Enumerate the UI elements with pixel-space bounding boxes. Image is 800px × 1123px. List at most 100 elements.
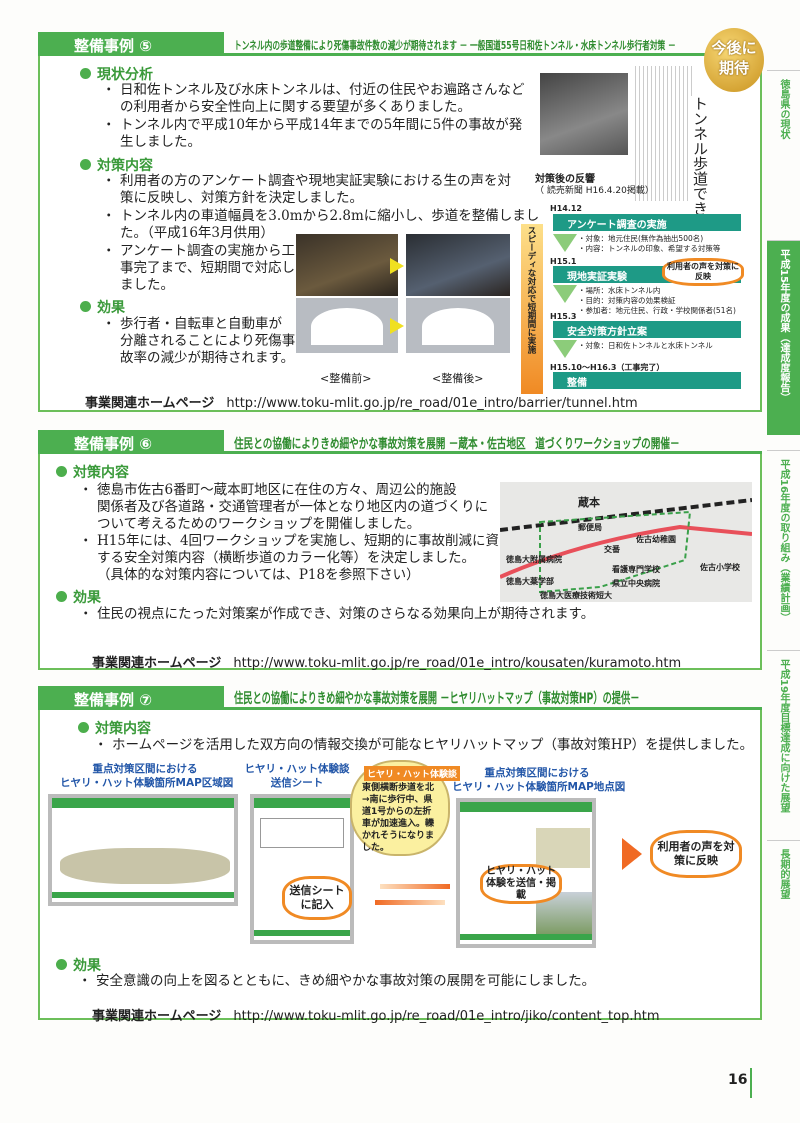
burst-reflect-voice: 利用者の声を対策に反映 xyxy=(650,830,742,878)
text-line: 平成15年度の成果（達成度報告） xyxy=(778,249,789,403)
text-line: 重点対策区間における xyxy=(92,763,198,775)
measures-heading: 対策内容 xyxy=(78,718,151,738)
list-item: トンネル内の車道幅員を3.0mから2.8mに縮小し、歩道を整備しました。（平成1… xyxy=(102,208,540,242)
arrow-right-icon xyxy=(380,884,450,889)
flow-burst: 利用者の声を対策に反映 xyxy=(662,258,744,286)
page-number: 16 xyxy=(728,1072,748,1088)
map-label: 県立中央病院 xyxy=(612,579,660,588)
map-label: 佐古小学校 xyxy=(700,563,740,572)
text-line: 利用者の声を対策に反映 xyxy=(657,840,735,867)
text-line: た。（平成16年3月供用） xyxy=(120,225,275,241)
text-line: ・内容：トンネルの印象、希望する対策等 xyxy=(578,244,721,253)
case6-url-link[interactable]: http://www.toku-mlit.go.jp/re_road/01e_i… xyxy=(233,656,682,671)
text-line: ・対象：日和佐トンネルと水床トンネル xyxy=(578,341,713,350)
flow-date: H15.3 xyxy=(550,312,577,321)
text-line: トンネル内で平成10年から平成14年までの5年間に5件の事故が発 xyxy=(120,117,523,133)
arrow-right-icon xyxy=(622,838,642,870)
bullet-dot-icon xyxy=(80,159,91,170)
text-line: 利用者の方のアンケート調査や現地実証実験における生の声を対 xyxy=(120,173,511,189)
arrow-left-icon xyxy=(375,900,445,905)
text-line: 送信シート xyxy=(270,777,324,789)
text-line: 策に反映し、対策方針を決定しました。 xyxy=(120,190,363,206)
text-line: ・参加者：地元住民、行政・学校関係者(51名) xyxy=(578,306,736,315)
effect-heading: 効果 xyxy=(56,955,101,975)
bullet-dot-icon xyxy=(56,591,67,602)
case5-label: 整備事例 ⑤ xyxy=(38,32,224,56)
case5-url-link[interactable]: http://www.toku-mlit.go.jp/re_road/01e_i… xyxy=(226,396,638,411)
map-label: 徳島大附属病院 xyxy=(506,555,562,564)
list-item: 安全意識の向上を図るとともに、きめ細やかな事故対策の展開を可能にしました。 xyxy=(78,973,596,990)
flow-notes: ・場所：水床トンネル内・目的：対策内容の効果検証・参加者：地元住民、行政・学校関… xyxy=(578,286,736,316)
case6-title: 住民との協働によりきめ細やかな事故対策を展開 －蔵本・佐古地区 道づくりワークシ… xyxy=(234,437,680,452)
flow-step: 安全対策方針立案 xyxy=(553,321,741,338)
map-label: 徳島大薬学部 xyxy=(506,577,554,586)
text-line: 日和佐トンネル及び水床トンネルは、付近の住民やお遍路さんなど xyxy=(120,82,525,98)
arrow-down-icon xyxy=(553,285,577,303)
caption-before: <整備前> xyxy=(320,372,372,385)
heading-text: 対策内容 xyxy=(97,158,153,174)
side-tab-h19-outlook[interactable]: 平成19年度目標達成に向けた展望 xyxy=(767,650,800,825)
text-line: 分離されることにより死傷事 xyxy=(120,333,296,349)
side-tab-h15-results[interactable]: 平成15年度の成果（達成度報告） xyxy=(767,240,800,435)
newspaper-clipping xyxy=(632,66,692,201)
speed-arrow xyxy=(521,224,543,394)
side-tab-current-status[interactable]: 徳島県の現状 xyxy=(767,70,800,170)
case7-header: 整備事例 ⑦ 住民との協働によりきめ細やかな事故対策を展開 －ヒヤリハットマップ… xyxy=(38,686,762,710)
arrow-right-icon xyxy=(390,258,404,274)
flow-step: アンケート調査の実施 xyxy=(553,214,741,231)
text-line: 徳島市佐古6番町～蔵本町地区に在住の方々、周辺公的施設 xyxy=(97,482,457,498)
text-line: 平成16年度の取り組み（業績計画） xyxy=(778,459,789,623)
kuramoto-map: 蔵本 郵便局 交番 佐古幼稚園 佐古小学校 徳島大附属病院 看護専門学校 徳島大… xyxy=(500,482,752,602)
case7-url-link[interactable]: http://www.toku-mlit.go.jp/re_road/01e_i… xyxy=(233,1009,660,1024)
bullet-dot-icon xyxy=(56,466,67,477)
text-line: アンケート調査の実施から工 xyxy=(120,243,295,259)
text-line: 住民の視点にたった対策案が作成でき、対策のさらなる効果向上が期待されます。 xyxy=(97,606,595,622)
case7-label: 整備事例 ⑦ xyxy=(38,686,224,710)
list-item: 徳島市佐古6番町～蔵本町地区に在住の方々、周辺公的施設関係者及び各道路・交通管理… xyxy=(79,482,488,533)
bullet-dot-icon xyxy=(80,301,91,312)
heading-text: 対策内容 xyxy=(73,465,129,481)
arrow-down-icon xyxy=(553,234,577,252)
shot1-title: 重点対策区間におけるヒヤリ・ハット体験箇所MAP区域図 xyxy=(60,762,233,790)
bubble-text: 東側横断歩道を北→南に歩行中、県道1号からの左折車が加速進入。轢かれそうになりま… xyxy=(362,783,435,853)
side-tab-long-term[interactable]: 長期的展望 xyxy=(767,840,800,920)
heading-text: 効果 xyxy=(73,590,101,606)
text-line: ヒヤリ・ハット体験談 xyxy=(244,763,350,775)
text-line: ました。 xyxy=(120,277,174,293)
flow-date: H15.1 xyxy=(550,257,577,266)
list-item: 日和佐トンネル及び水床トンネルは、付近の住民やお遍路さんなどの利用者から安全性向… xyxy=(102,82,525,116)
case6-header: 整備事例 ⑥ 住民との協働によりきめ細やかな事故対策を展開 －蔵本・佐古地区 道… xyxy=(38,430,762,454)
map-label: 徳島大医療技術短大 xyxy=(540,591,612,600)
flow-notes: ・対象：日和佐トンネルと水床トンネル xyxy=(578,341,713,351)
text-line: の利用者から安全性向上に関する要望が多くありました。 xyxy=(120,99,471,115)
page-number-rule xyxy=(750,1068,752,1098)
bubble-title: ヒヤリ・ハット体験談 xyxy=(364,766,461,781)
reaction-source: （ 読売新聞 H16.4.20掲載） xyxy=(535,186,654,196)
case7-url-line: 事業関連ホームページ http://www.toku-mlit.go.jp/re_… xyxy=(92,1005,659,1024)
list-item: 住民の視点にたった対策案が作成でき、対策のさらなる効果向上が期待されます。 xyxy=(79,606,595,623)
hiyari-form-screenshot xyxy=(250,794,354,944)
bullet-dot-icon xyxy=(78,722,89,733)
case5-title: トンネル内の歩道整備により死傷事故件数の減少が期待されます － 一般国道55号日… xyxy=(234,39,676,52)
case5-header: 整備事例 ⑤ トンネル内の歩道整備により死傷事故件数の減少が期待されます － 一… xyxy=(38,32,762,56)
flow-step: 整備 xyxy=(553,372,741,389)
measures-heading: 対策内容 xyxy=(80,155,153,175)
newspaper-headline: トンネル歩道できた xyxy=(690,96,711,231)
text-line: トンネル内の車道幅員を3.0mから2.8mに縮小し、歩道を整備しまし xyxy=(120,208,540,224)
url-label: 事業関連ホームページ xyxy=(85,396,215,411)
speed-label: スピーディな対応で短期間に実施 xyxy=(526,226,536,354)
list-item: ホームページを活用した双方向の情報交換が可能なヒヤリハットマップ（事故対策HP）… xyxy=(94,737,753,754)
text-line: ・対象：地元住民(無作為抽出500名) xyxy=(578,234,704,243)
effect-heading: 効果 xyxy=(56,587,101,607)
list-item: 利用者の方のアンケート調査や現地実証実験における生の声を対策に反映し、対策方針を… xyxy=(102,173,511,207)
future-badge-text: 今後に期待 xyxy=(711,39,757,77)
url-label: 事業関連ホームページ xyxy=(92,1009,222,1024)
heading-text: 効果 xyxy=(97,300,125,316)
side-tab-h16-plan[interactable]: 平成16年度の取り組み（業績計画） xyxy=(767,450,800,635)
text-line: 平成19年度目標達成に向けた展望 xyxy=(778,659,789,813)
text-line: 生しました。 xyxy=(120,134,201,150)
heading-text: 対策内容 xyxy=(95,721,151,737)
text-line: 安全意識の向上を図るとともに、きめ細やかな事故対策の展開を可能にしました。 xyxy=(96,973,596,989)
